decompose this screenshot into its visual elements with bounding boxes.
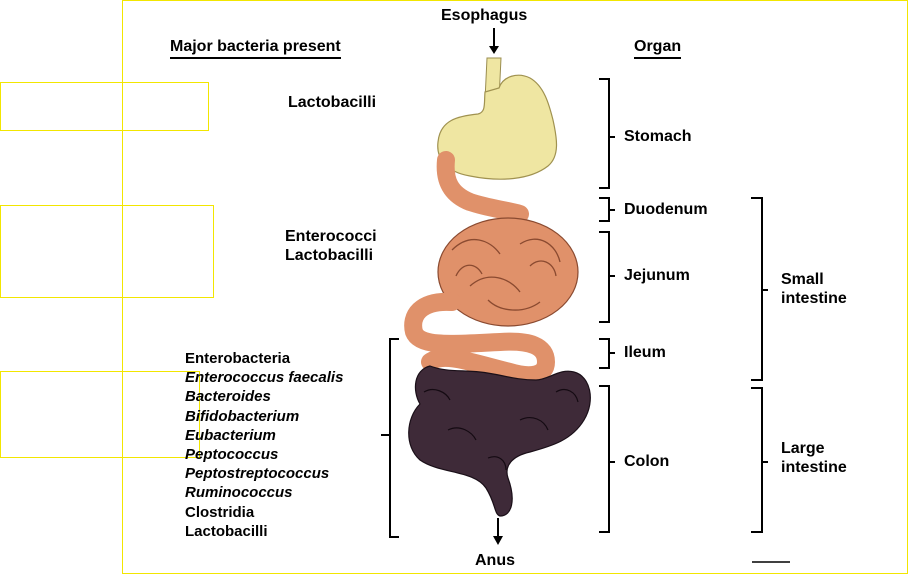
stomach-organ-label: Stomach xyxy=(624,128,692,145)
colon-bacteria-bracket xyxy=(381,338,399,538)
small-intestine-bacteria-1: Enterococci xyxy=(285,228,377,245)
diagram-frame xyxy=(122,0,908,574)
ileum-bracket xyxy=(599,338,615,369)
colon-bacterium: Clostridia xyxy=(185,503,255,521)
small-intestine-label-line1: Small xyxy=(781,271,824,288)
small-intestine-label-line2: intestine xyxy=(781,290,847,307)
colon-bacterium: Ruminococcus xyxy=(185,484,293,502)
jejunum-folds xyxy=(451,238,561,311)
esophagus-label: Esophagus xyxy=(441,7,528,24)
ileum-shape xyxy=(404,292,555,385)
esophagus-arrowhead xyxy=(489,46,499,54)
jejunum-organ-label: Jejunum xyxy=(624,267,690,284)
anus-label: Anus xyxy=(475,552,515,569)
jejunum-bracket xyxy=(599,231,615,323)
anus-arrowhead xyxy=(493,536,503,545)
colon-bracket xyxy=(599,385,615,533)
small-intestine-bracket xyxy=(751,197,768,381)
organ-column-header: Organ xyxy=(634,38,682,59)
colon-bacterium: Eubacterium xyxy=(185,426,276,444)
large-intestine-label-line2: intestine xyxy=(781,459,847,476)
colon-shape xyxy=(408,365,591,517)
ileum-organ-label: Ileum xyxy=(624,344,666,361)
colon-bacterium: Lactobacilli xyxy=(185,522,268,540)
stomach-bracket xyxy=(599,78,615,189)
jejunum-shape xyxy=(437,217,579,327)
small-intestine-bacteria-2: Lactobacilli xyxy=(285,247,374,264)
colon-organ-label: Colon xyxy=(624,453,670,470)
highlight-box-3 xyxy=(0,371,200,458)
duodenum-shape xyxy=(436,151,529,223)
large-intestine-bracket xyxy=(751,387,768,533)
colon-bacterium: Peptostreptococcus xyxy=(185,465,330,483)
stomach-bacteria-label: Lactobacilli xyxy=(288,94,377,111)
stomach-shape xyxy=(437,74,558,180)
colon-bacterium: Bacteroides xyxy=(185,388,271,406)
large-intestine-label-line1: Large xyxy=(781,440,825,457)
colon-bacterium: Enterococcus faecalis xyxy=(185,369,344,387)
colon-bacterium: Peptococcus xyxy=(185,446,279,464)
bacteria-column-header: Major bacteria present xyxy=(170,38,341,59)
colon-folds xyxy=(423,388,579,471)
colon-bacterium: Enterobacteria xyxy=(185,350,291,367)
duodenum-organ-label: Duodenum xyxy=(624,201,708,218)
colon-bacterium: Bifidobacterium xyxy=(185,407,300,425)
duodenum-bracket xyxy=(599,197,615,222)
highlight-box-1 xyxy=(0,82,209,131)
highlight-box-2 xyxy=(0,205,214,298)
colon-bacteria-list: Enterobacteria Enterococcus faecalis Bac… xyxy=(185,349,343,541)
